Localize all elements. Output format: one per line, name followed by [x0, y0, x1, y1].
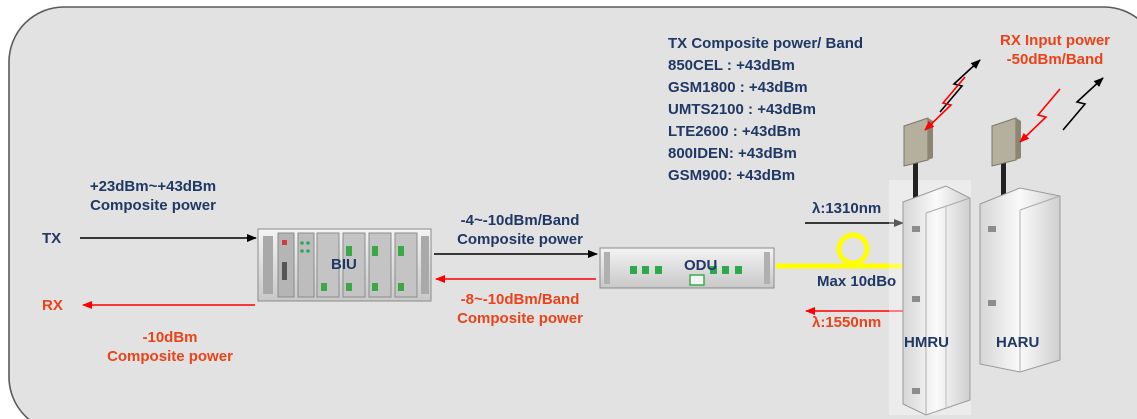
- haru-label: HARU: [996, 334, 1039, 351]
- rx-power-caption: Composite power: [100, 347, 240, 366]
- hmru-label: HMRU: [904, 334, 949, 351]
- tx-power-caption: Composite power: [78, 196, 228, 215]
- tx-power-range: +23dBm~+43dBm: [78, 177, 228, 196]
- biu-odu-tx-caption: Composite power: [445, 230, 595, 249]
- rx-power-value: -10dBm: [100, 328, 240, 347]
- rx-label: RX: [42, 296, 63, 315]
- odu-biu-rx-caption: Composite power: [445, 309, 595, 328]
- band-power-row: LTE2600 : +43dBm: [668, 121, 863, 143]
- biu-odu-tx-label: -4~-10dBm/Band Composite power: [445, 211, 595, 249]
- tx-wavelength-label: λ:1310nm: [812, 199, 881, 218]
- band-power-row: 850CEL : +43dBm: [668, 55, 863, 77]
- rx-input-value: -50dBm/Band: [980, 50, 1130, 69]
- biu-rack: BIU: [258, 229, 431, 301]
- max-loss-label: Max 10dBo: [817, 272, 896, 291]
- band-power-row: 800IDEN: +43dBm: [668, 143, 863, 165]
- rx-wavelength-label: λ:1550nm: [812, 313, 881, 332]
- biu-label: BIU: [331, 256, 357, 273]
- band-power-row: UMTS2100 : +43dBm: [668, 99, 863, 121]
- band-power-row: GSM900: +43dBm: [668, 165, 863, 187]
- odu-biu-rx-power: -8~-10dBm/Band: [445, 290, 595, 309]
- rx-input-title: RX Input power: [980, 31, 1130, 50]
- tx-label: TX: [42, 229, 61, 248]
- tx-band-power-list: TX Composite power/ Band 850CEL : +43dBm…: [668, 33, 863, 187]
- band-power-row: GSM1800 : +43dBm: [668, 77, 863, 99]
- rx-power-label: -10dBm Composite power: [100, 328, 240, 366]
- tx-band-power-title: TX Composite power/ Band: [668, 33, 863, 55]
- odu-biu-rx-label: -8~-10dBm/Band Composite power: [445, 290, 595, 328]
- odu-unit: ODU: [600, 248, 774, 288]
- biu-odu-tx-power: -4~-10dBm/Band: [445, 211, 595, 230]
- tx-power-label: +23dBm~+43dBm Composite power: [78, 177, 228, 215]
- odu-label: ODU: [684, 257, 717, 274]
- rx-input-power-label: RX Input power -50dBm/Band: [980, 31, 1130, 69]
